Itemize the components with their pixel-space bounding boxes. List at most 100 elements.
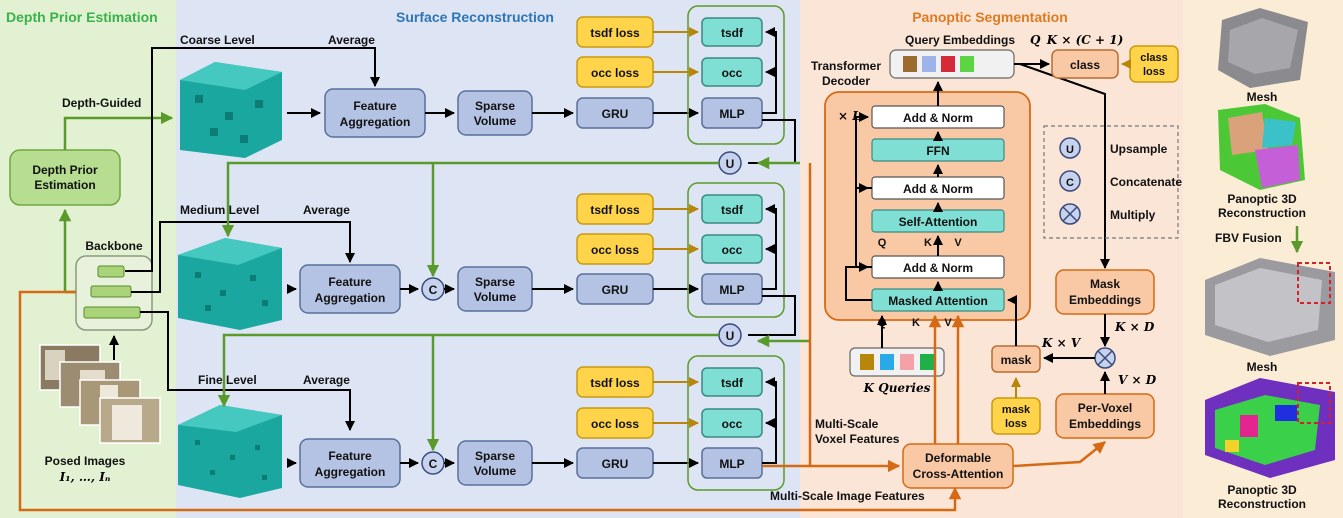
medium-tsdf-label: tsdf — [721, 203, 744, 217]
coarse-voxel — [180, 62, 282, 158]
multiply-icon — [1094, 347, 1116, 369]
coarse-occ — [701, 57, 763, 87]
class-label: class — [1070, 58, 1100, 72]
depth-guided-arrow — [63, 111, 174, 150]
medium-sv-label-2: Volume — [474, 290, 517, 304]
k-query-2 — [880, 354, 894, 370]
query-symbol: Q — [1030, 33, 1041, 47]
sa-k: K — [924, 237, 932, 249]
masked-attention-label: Masked Attention — [888, 294, 988, 308]
fine-sv-label-1: Sparse — [475, 449, 515, 463]
concat-1-symbol: C — [429, 283, 438, 297]
coarse-feature-aggregation — [324, 88, 426, 138]
ffn-label: FFN — [926, 144, 949, 158]
panoptic-top-label-1: Panoptic 3D — [1227, 192, 1297, 206]
query-embed-2 — [922, 56, 936, 72]
add-norm-3-label: Add & Norm — [903, 111, 973, 125]
mesh-top-image — [1215, 4, 1315, 89]
legend-upsample-symbol: U — [1066, 144, 1074, 156]
medium-gru-label: GRU — [602, 283, 629, 297]
backbone-feature-1 — [97, 265, 125, 278]
fine-mlp-label: MLP — [719, 457, 744, 471]
k-queries-label: K Queries — [863, 381, 931, 395]
fine-sv-label-2: Volume — [474, 464, 517, 478]
legend-upsample-icon — [1059, 137, 1081, 159]
coarse-occ-loss-label: occ loss — [591, 66, 639, 80]
fine-fa-label-2: Aggregation — [315, 465, 386, 479]
k-times-d-label: K × D — [1114, 320, 1155, 334]
coarse-tsdf-label: tsdf — [721, 26, 744, 40]
coarse-mlp-label: MLP — [719, 107, 744, 121]
coarse-occ-label: occ — [722, 66, 743, 80]
medium-tsdf — [701, 194, 763, 224]
mask-embeddings-label-2: Embeddings — [1069, 293, 1141, 307]
deformable-label-1: Deformable — [925, 451, 991, 465]
fine-occ — [701, 408, 763, 438]
mask-loss-label-1: mask — [1002, 404, 1031, 416]
fbv-fusion-label: FBV Fusion — [1215, 231, 1282, 245]
fine-voxel — [178, 405, 282, 498]
medium-fa-label-1: Feature — [328, 275, 372, 289]
medium-sv-label-1: Sparse — [475, 275, 515, 289]
coarse-tsdf-loss-label: tsdf loss — [590, 26, 640, 40]
panoptic-bottom-label-1: Panoptic 3D — [1227, 483, 1297, 497]
medium-feature-aggregation — [299, 264, 401, 314]
posed-images-label: Posed Images — [45, 454, 126, 468]
upsample-1-symbol: U — [726, 157, 735, 171]
class-loss-label-2: loss — [1143, 66, 1165, 78]
fine-average-label: Average — [303, 373, 350, 387]
fine-sparse-volume — [457, 440, 533, 486]
posed-images — [39, 344, 161, 444]
deformable-label-2: Cross-Attention — [913, 467, 1004, 481]
sa-q: Q — [878, 237, 887, 249]
medium-fa-label-2: Aggregation — [315, 291, 386, 305]
fine-level-label: Fine Level — [198, 373, 257, 387]
class-dim-label: K × (C + 1) — [1046, 33, 1124, 47]
panoptic-bottom-image — [1205, 378, 1335, 478]
panoptic-top-image — [1218, 104, 1305, 190]
k-query-1 — [860, 354, 874, 370]
depth-section-title: Depth Prior Estimation — [6, 9, 158, 25]
backbone-feature-2 — [90, 285, 132, 298]
v-times-d-label: V × D — [1118, 373, 1157, 387]
mesh-bottom-label: Mesh — [1247, 360, 1278, 374]
fine-tsdf — [701, 367, 763, 397]
ma-k: K — [912, 317, 920, 329]
legend-concat-label: Concatenate — [1110, 175, 1182, 189]
upsample-2-output — [217, 333, 719, 408]
transformer-decoder-label-2: Decoder — [822, 74, 870, 88]
multi-scale-voxel-label-2: Voxel Features — [815, 432, 900, 446]
deformable-to-per-voxel — [1012, 441, 1106, 468]
per-voxel-label-2: Embeddings — [1069, 417, 1141, 431]
multi-scale-image-path — [18, 290, 962, 512]
upsample-1-output — [221, 161, 719, 238]
legend-concat-icon — [1059, 170, 1081, 192]
panoptic-bottom-label-2: Reconstruction — [1218, 497, 1306, 511]
concat-2-symbol: C — [429, 457, 438, 471]
coarse-fa-label-2: Aggregation — [340, 115, 411, 129]
self-attention-label: Self-Attention — [899, 215, 978, 229]
legend-concat-symbol: C — [1066, 177, 1074, 189]
legend-multiply-label: Multiply — [1110, 208, 1156, 222]
coarse-gru-label: GRU — [602, 107, 629, 121]
backbone-label: Backbone — [85, 239, 143, 253]
query-to-mask-emb-arrow — [1019, 63, 1110, 269]
query-embed-3 — [941, 56, 955, 72]
medium-mlp-to-upsample — [748, 295, 796, 336]
fine-fa-label-1: Feature — [328, 449, 372, 463]
sa-v: V — [954, 237, 962, 249]
fine-feature-aggregation — [299, 438, 401, 488]
legend-upsample-label: Upsample — [1110, 142, 1168, 156]
backbone-to-fine — [140, 311, 355, 431]
medium-tsdf-loss-label: tsdf loss — [590, 203, 640, 217]
multi-scale-image-label: Multi-Scale Image Features — [770, 489, 925, 503]
depth-prior-label-2: Estimation — [34, 178, 95, 192]
backbone-to-coarse — [125, 47, 380, 272]
panoptic-top-label-2: Reconstruction — [1218, 206, 1306, 220]
transformer-decoder-label-1: Transformer — [811, 59, 881, 73]
coarse-head-group — [687, 5, 785, 145]
images-notation: I₁, …, Iₙ — [59, 470, 111, 484]
k-times-v-label: K × V — [1041, 336, 1082, 350]
ma-v: V — [944, 317, 952, 329]
